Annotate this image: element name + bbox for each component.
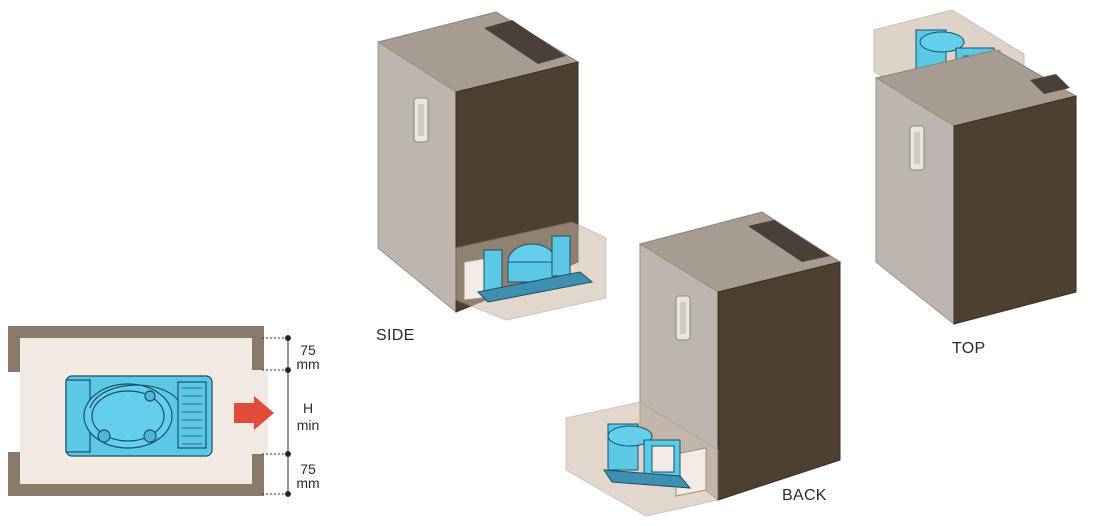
height-unit: min (297, 417, 320, 433)
top-view-fridge (873, 9, 1078, 326)
dimension-guides (262, 335, 291, 497)
clearance-top-value: 75 (300, 342, 316, 358)
top-view-label: TOP (952, 340, 986, 357)
back-view-fridge (565, 211, 842, 517)
back-view-label: BACK (782, 487, 827, 504)
height-value: H (303, 400, 313, 416)
side-view-fridge (376, 11, 607, 321)
compressor-top-view (65, 375, 213, 457)
side-view-label: SIDE (376, 327, 415, 344)
plan-view: 75 mm H min 75 mm (4, 326, 320, 497)
clearance-top-unit: mm (296, 356, 319, 372)
clearance-bottom-unit: mm (296, 475, 319, 491)
clearance-bottom-value: 75 (300, 461, 316, 477)
airflow-arrow-icon (234, 396, 274, 430)
